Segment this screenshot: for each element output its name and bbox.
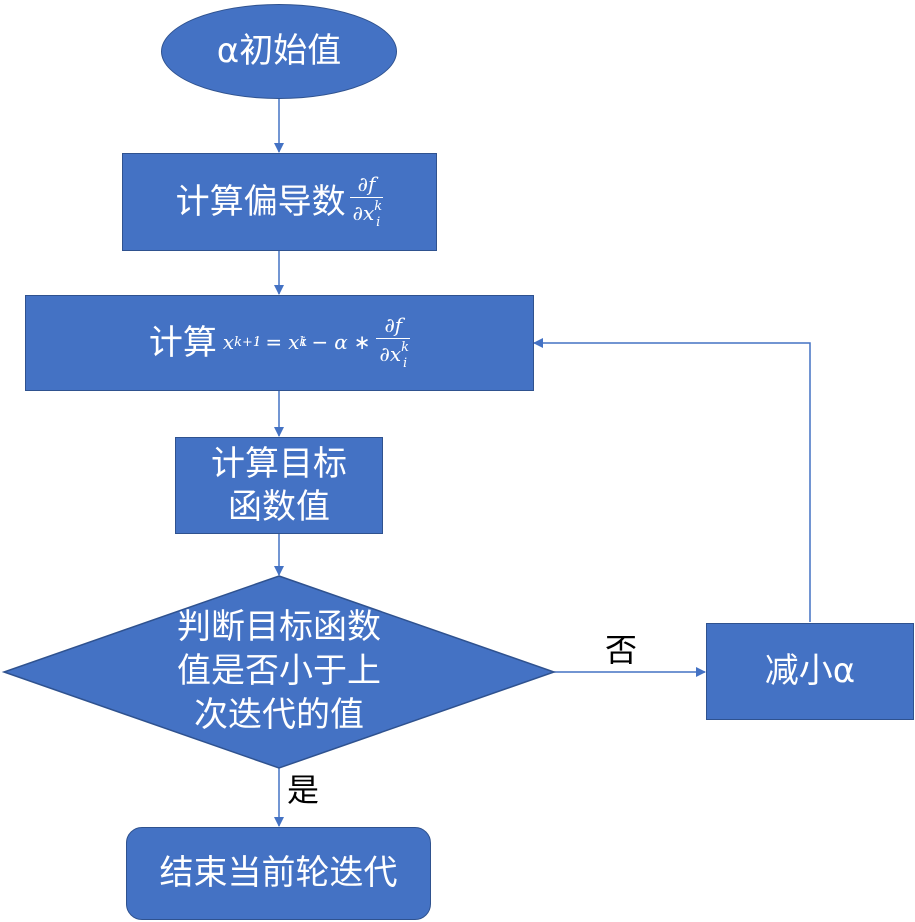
yes-edge-label: 是 [287, 771, 320, 809]
decision-diamond [1, 575, 557, 769]
update-label: 计算 [148, 322, 217, 363]
decision-line1: 判断目标函数 [177, 607, 381, 647]
start-label: α初始值 [216, 31, 342, 72]
reduce-label: 减小α [764, 651, 856, 692]
decision-text: 判断目标函数 值是否小于上 次迭代的值 [114, 605, 444, 738]
partial-fraction-denominator: ∂xki [352, 199, 383, 231]
end-label: 结束当前轮迭代 [159, 853, 398, 894]
objective-node: 计算目标 函数值 [175, 437, 383, 534]
decision-line2: 值是否小于上 [177, 651, 381, 692]
partial-fraction-numerator: ∂f [357, 172, 376, 197]
decision-line3: 次迭代的值 [194, 695, 364, 736]
reduce-alpha-node: 减小α [706, 623, 914, 720]
no-edge-label: 否 [605, 631, 638, 669]
partial-derivative-node: 计算偏导数 ∂f ∂xki [122, 153, 437, 251]
arrow-reduce-to-update [533, 338, 811, 622]
start-node: α初始值 [161, 4, 397, 99]
partial-fraction: ∂f ∂xki [349, 172, 384, 231]
objective-line2: 函数值 [228, 486, 330, 527]
end-node: 结束当前轮迭代 [126, 827, 431, 920]
partial-label: 计算偏导数 [175, 181, 346, 222]
objective-line1: 计算目标 [211, 444, 347, 484]
